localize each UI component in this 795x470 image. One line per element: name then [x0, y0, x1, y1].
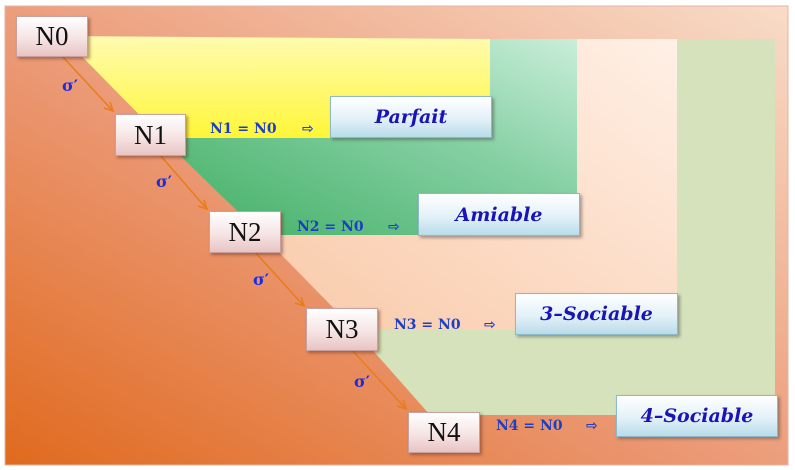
- condition-equation: N3 = N0: [394, 317, 461, 333]
- arrow-n1-n2: [159, 154, 207, 209]
- transition-label: σ′: [253, 270, 270, 289]
- node-n0: N0: [16, 16, 88, 57]
- condition-equation: N4 = N0: [496, 418, 563, 434]
- node-n4: N4: [408, 412, 480, 453]
- result-amiable: Amiable: [418, 193, 580, 236]
- arrowhead-n1-n2: [197, 199, 209, 211]
- result-4-sociable: 4–Sociable: [616, 395, 778, 437]
- implies-arrow-icon: ⇨: [586, 418, 598, 434]
- transition-label: σ′: [354, 372, 371, 391]
- region-4-sociable: [355, 39, 775, 415]
- arrow-n3-n4: [351, 349, 406, 409]
- implies-arrow-icon: ⇨: [302, 121, 314, 137]
- arrow-n0-n1: [61, 55, 113, 111]
- transition-label: σ′: [156, 172, 173, 191]
- node-n3: N3: [306, 308, 378, 351]
- implies-arrow-icon: ⇨: [388, 219, 400, 235]
- implies-arrow-icon: ⇨: [484, 317, 496, 333]
- condition-equation: N2 = N0: [297, 219, 364, 235]
- transition-label: σ′: [62, 76, 79, 95]
- result-3-sociable: 3–Sociable: [515, 293, 678, 335]
- arrow-n2-n3: [254, 251, 304, 306]
- region-3-sociable: [262, 39, 677, 330]
- node-n1: N1: [115, 114, 186, 156]
- condition-equation: N1 = N0: [210, 121, 277, 137]
- node-n2: N2: [209, 211, 281, 253]
- arrowhead-n3-n4: [396, 399, 408, 411]
- arrowhead-n2-n3: [294, 296, 306, 308]
- arrowhead-n0-n1: [103, 101, 115, 113]
- region-amiable: [162, 39, 577, 235]
- transition-arrows: [61, 55, 408, 411]
- result-parfait: Parfait: [330, 96, 492, 138]
